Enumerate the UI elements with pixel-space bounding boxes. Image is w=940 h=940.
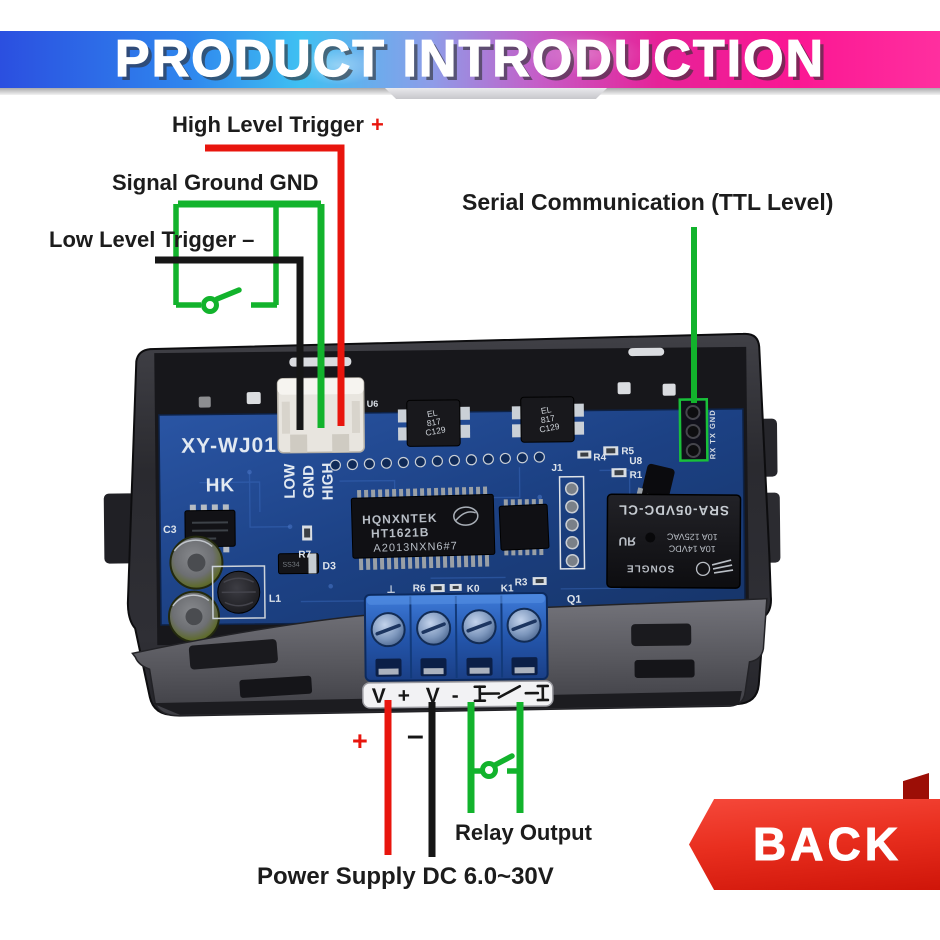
ref-u6: U6 — [367, 399, 379, 409]
svg-text:SS34: SS34 — [282, 562, 299, 569]
svg-text:K0: K0 — [467, 584, 480, 595]
inductor — [211, 565, 266, 620]
power-plus-mark: + — [352, 726, 368, 756]
svg-text:R5: R5 — [621, 446, 634, 457]
svg-text:C129: C129 — [539, 421, 561, 435]
svg-text:K1: K1 — [501, 583, 514, 594]
j1-header — [558, 475, 586, 570]
relay-model-text: SRA-05VDC-CL — [618, 502, 729, 518]
svg-text:⊥: ⊥ — [387, 585, 396, 596]
back-ribbon-label: BACK — [753, 818, 902, 871]
page-title: PRODUCT INTRODUCTION — [114, 30, 826, 88]
svg-text:R4: R4 — [593, 452, 606, 463]
relay: SRA-05VDC-CL 10A 125VAC 10A 14VDC ЯU SON… — [606, 493, 742, 589]
pin-label-high: HIGH — [319, 463, 336, 501]
wire-signal-ground — [173, 200, 325, 428]
terminal-label: V + V - — [362, 680, 554, 709]
relay-brand-text: SONGLE — [626, 562, 674, 573]
svg-text:C129: C129 — [425, 424, 447, 438]
r7-group: R7 — [298, 525, 313, 561]
svg-text:R7: R7 — [298, 549, 311, 560]
annotation-relay-output: Relay Output — [455, 820, 592, 845]
optocoupler-1: EL 817 C129 — [397, 399, 471, 447]
ref-l1: L1 — [269, 593, 282, 605]
svg-text:R1: R1 — [629, 470, 642, 481]
relay-ul-mark: ЯU — [619, 534, 636, 548]
svg-text:EL: EL — [426, 407, 438, 419]
ref-q1: Q1 — [567, 594, 582, 606]
small-refs: R5 R1 R4 J1 U8 — [551, 446, 642, 481]
smd-resistors — [430, 446, 627, 593]
annotation-serial-communication: Serial Communication (TTL Level) — [462, 189, 834, 215]
svg-text:R6: R6 — [413, 583, 426, 594]
high-level-trigger-text: High Level Trigger — [172, 112, 364, 137]
ref-d3: D3 — [322, 560, 336, 572]
svg-text:A2013NXN6#7: A2013NXN6#7 — [373, 540, 458, 554]
mcu-chip — [498, 499, 550, 556]
terminal-refs: ⊥ R6 K0 K1 — [387, 583, 514, 596]
trigger-switch-contact — [201, 296, 219, 314]
pcb-traces — [199, 467, 631, 603]
svg-text:HT1621B: HT1621B — [371, 525, 430, 541]
diode-d3: SS34 — [277, 552, 320, 575]
serial-header: RX TX GND — [678, 398, 718, 462]
relay-switch-contact — [480, 761, 498, 779]
ref-c3: C3 — [163, 524, 177, 536]
svg-text:817: 817 — [426, 416, 442, 428]
relay-rating2-text: 10A 14VDC — [668, 544, 716, 554]
terminal-block — [363, 592, 549, 682]
electrolytic-caps — [167, 535, 224, 643]
display-pad-row — [329, 451, 545, 471]
high-level-plus-sign: + — [370, 112, 384, 137]
terminal-label-vplus: V + — [372, 684, 413, 707]
svg-text:EL: EL — [540, 404, 552, 416]
annotation-low-level-trigger: Low Level Trigger – — [49, 227, 255, 252]
svg-text:HQNXNTEK: HQNXNTEK — [362, 511, 438, 527]
optocoupler-2: EL 817 C129 — [511, 396, 585, 443]
svg-text:J1: J1 — [551, 463, 563, 474]
wire-low-level — [155, 256, 304, 430]
wire-high-level — [205, 144, 345, 426]
relay-rating1-text: 10A 125VAC — [666, 532, 717, 542]
annotation-high-level-trigger: High Level Trigger+ — [172, 112, 384, 138]
power-minus-mark: – — [407, 719, 424, 752]
svg-text:U8: U8 — [629, 456, 642, 467]
pin-label-low: LOW — [281, 463, 298, 499]
relay-contact-glyph — [473, 684, 550, 703]
svg-text:817: 817 — [540, 413, 556, 425]
wire-relay-output — [467, 702, 524, 813]
main-chip: HQNXNTEK HT1621B A2013NXN6#7 — [350, 486, 496, 571]
annotation-power-supply: Power Supply DC 6.0~30V — [257, 863, 554, 890]
board-brand-text: HK — [206, 475, 236, 496]
ref-r3: R3 — [515, 577, 528, 588]
board-model-text: XY-WJ01 — [181, 434, 277, 458]
pin-label-gnd: GND — [300, 465, 317, 499]
back-ribbon: BACK — [689, 799, 940, 890]
terminal-label-vminus: V - — [426, 684, 462, 707]
banner-center-tab — [385, 88, 607, 99]
header-banner: PRODUCT INTRODUCTION — [0, 30, 940, 88]
serial-pins-label: RX TX GND — [708, 409, 718, 459]
annotation-signal-ground: Signal Ground GND — [112, 170, 319, 195]
